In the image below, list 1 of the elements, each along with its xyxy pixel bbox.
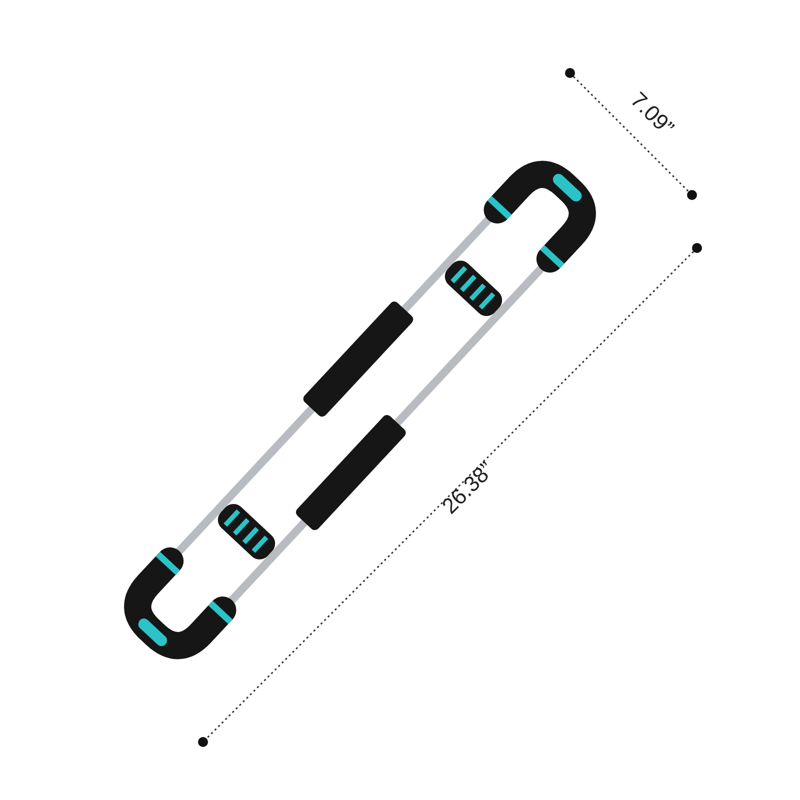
dimension-label: 7.09” bbox=[625, 87, 679, 141]
